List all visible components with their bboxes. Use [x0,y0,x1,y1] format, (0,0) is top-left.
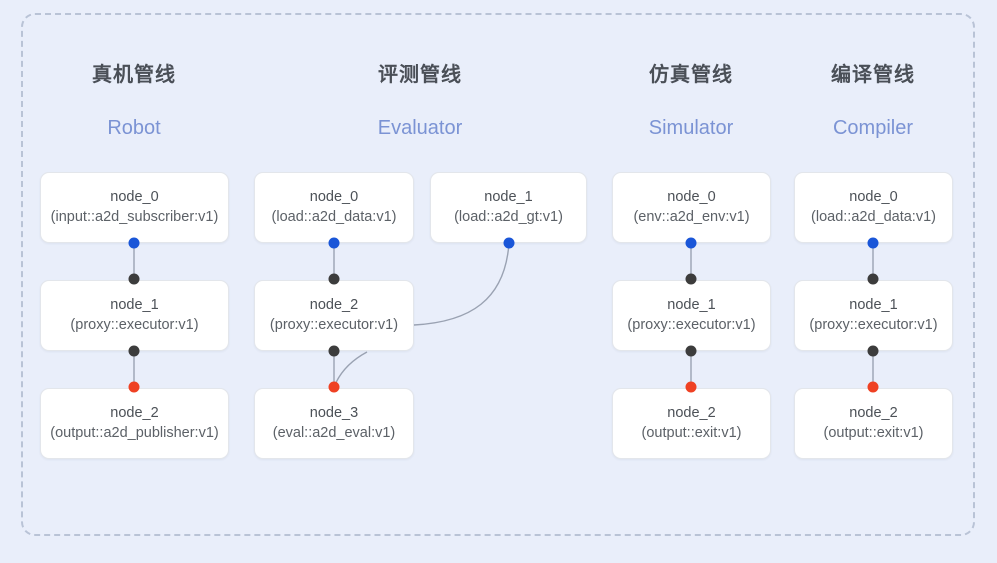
node-box[interactable]: node_2(output::exit:v1) [612,388,771,459]
node-box[interactable]: node_2(output::exit:v1) [794,388,953,459]
node-name: node_1 [849,296,898,313]
node-spec: (output::exit:v1) [641,424,742,441]
node-box[interactable]: node_3(eval::a2d_eval:v1) [254,388,414,459]
node-box[interactable]: node_0(load::a2d_data:v1) [794,172,953,243]
port-dot-input[interactable] [128,237,140,249]
diagram-dashed-frame [21,13,975,536]
node-name: node_2 [849,404,898,421]
node-name: node_1 [110,296,159,313]
port-dot-relay[interactable] [685,273,697,285]
column-title-en-simulator: Simulator [648,117,734,139]
port-dot-output[interactable] [867,381,879,393]
port-dot-input[interactable] [503,237,515,249]
column-title-en-evaluator: Evaluator [377,117,463,139]
port-dot-relay[interactable] [867,273,879,285]
column-header-robot: 真机管线 Robot [92,58,176,140]
node-spec: (load::a2d_gt:v1) [454,208,563,225]
column-header-evaluator: 评测管线 Evaluator [378,58,463,140]
node-name: node_1 [667,296,716,313]
node-spec: (proxy::executor:v1) [809,316,938,333]
node-box[interactable]: node_1(proxy::executor:v1) [612,280,771,351]
node-name: node_1 [484,188,533,205]
column-title-cn-evaluator: 评测管线 [378,64,462,86]
port-dot-relay[interactable] [128,273,140,285]
port-dot-input[interactable] [867,237,879,249]
node-spec: (proxy::executor:v1) [627,316,756,333]
node-spec: (input::a2d_subscriber:v1) [50,208,219,225]
node-name: node_2 [667,404,716,421]
port-dot-relay[interactable] [128,345,140,357]
node-spec: (proxy::executor:v1) [269,316,399,333]
port-dot-output[interactable] [128,381,140,393]
port-dot-output[interactable] [685,381,697,393]
node-box[interactable]: node_1(proxy::executor:v1) [40,280,229,351]
port-dot-relay[interactable] [867,345,879,357]
port-dot-input[interactable] [328,237,340,249]
node-name: node_0 [110,188,159,205]
port-dot-input[interactable] [685,237,697,249]
node-name: node_0 [309,188,359,205]
port-dot-relay[interactable] [685,345,697,357]
column-title-cn-compiler: 编译管线 [831,64,915,86]
column-title-cn-simulator: 仿真管线 [648,64,733,86]
node-box[interactable]: node_0(input::a2d_subscriber:v1) [40,172,229,243]
node-box[interactable]: node_0(env::a2d_env:v1) [612,172,771,243]
node-box[interactable]: node_2(proxy::executor:v1) [254,280,414,351]
node-name: node_2 [110,404,159,421]
node-box[interactable]: node_1(proxy::executor:v1) [794,280,953,351]
port-dot-relay[interactable] [328,345,340,357]
column-title-cn-robot: 真机管线 [92,64,176,86]
node-box[interactable]: node_0(load::a2d_data:v1) [254,172,414,243]
node-spec: (load::a2d_data:v1) [271,208,397,225]
port-dot-relay[interactable] [328,273,340,285]
port-dot-output[interactable] [328,381,340,393]
node-spec: (eval::a2d_eval:v1) [272,424,396,441]
node-spec: (env::a2d_env:v1) [633,208,750,225]
column-title-en-robot: Robot [107,117,161,139]
node-name: node_2 [309,296,359,313]
node-name: node_0 [667,188,716,205]
node-name: node_3 [309,404,359,421]
node-spec: (output::a2d_publisher:v1) [50,424,219,441]
node-spec: (output::exit:v1) [823,424,924,441]
column-title-en-compiler: Compiler [832,117,914,139]
column-header-simulator: 仿真管线 Simulator [649,58,733,140]
node-box[interactable]: node_1(load::a2d_gt:v1) [430,172,587,243]
node-box[interactable]: node_2(output::a2d_publisher:v1) [40,388,229,459]
node-spec: (proxy::executor:v1) [70,316,199,333]
column-header-compiler: 编译管线 Compiler [831,58,915,140]
node-name: node_0 [849,188,898,205]
node-spec: (load::a2d_data:v1) [811,208,936,225]
